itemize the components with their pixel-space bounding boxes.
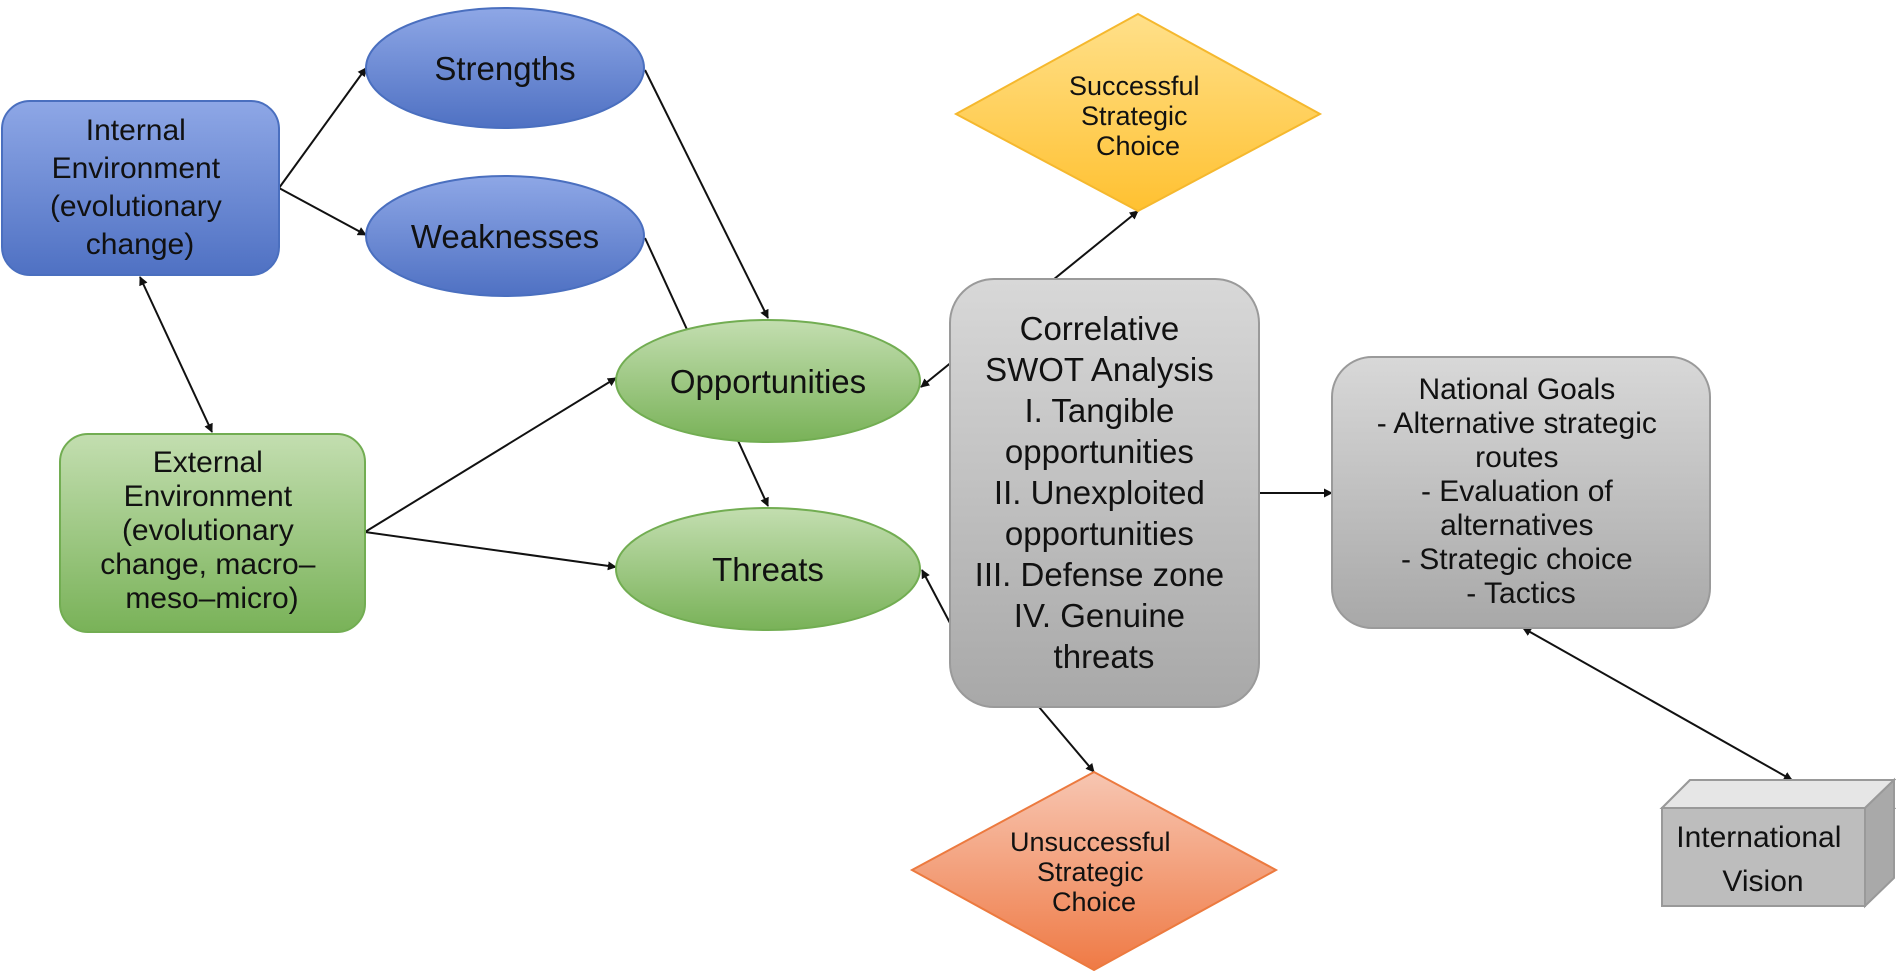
external-environment-line-1: External: [153, 446, 263, 479]
swot-analysis-line-1: Correlative: [1020, 310, 1180, 347]
swot-analysis-line-5: II. Unexploited: [994, 474, 1205, 511]
external-environment-line-4: change, macro–: [100, 548, 315, 581]
weaknesses-label: Weaknesses: [411, 218, 599, 255]
national-goals-line-5: alternatives: [1440, 509, 1593, 542]
national-goals-line-1: National Goals: [1418, 373, 1615, 406]
svg-text:Correlative SWOT Analysi: Correlative SWOT Analysis I. Tangible op…: [975, 310, 1234, 675]
strengths-label: Strengths: [434, 50, 575, 87]
strengths-node: Strengths: [365, 7, 645, 129]
successful-choice-line-3: Choice: [1096, 131, 1180, 161]
swot-analysis-line-8: IV. Genuine: [1014, 597, 1185, 634]
swot-analysis-line-3: I. Tangible: [1024, 392, 1174, 429]
swot-analysis-line-9: threats: [1054, 638, 1155, 675]
swot-analysis-node: Correlative SWOT Analysis I. Tangible op…: [949, 278, 1260, 708]
internal-environment-line-2: Environment: [52, 152, 221, 185]
opportunities-node: Opportunities: [615, 319, 921, 443]
edge-internal-external-bidirectional: [139, 276, 213, 433]
successful-choice-line-1: Successful: [1069, 71, 1200, 101]
national-goals-line-4: - Evaluation of: [1421, 475, 1613, 508]
unsuccessful-choice-line-3: Choice: [1052, 887, 1136, 917]
svg-text:External Environment: External Environment (evolutionary chang…: [100, 446, 323, 615]
svg-text:International Vision: International Vision: [1676, 821, 1849, 898]
edge-external-to-opportunities: [364, 377, 617, 533]
swot-analysis-line-4: opportunities: [1005, 433, 1194, 470]
external-environment-node: External Environment (evolutionary chang…: [59, 433, 366, 633]
svg-text:Internal Environment: Internal Environment (evolutionary chang…: [50, 114, 230, 261]
international-vision-node: International Vision: [1659, 777, 1896, 909]
swot-analysis-line-6: opportunities: [1005, 515, 1194, 552]
successful-choice-node: Successful Strategic Choice: [953, 12, 1323, 213]
national-goals-line-2: - Alternative strategic: [1377, 407, 1657, 440]
international-vision-line-1: International: [1676, 821, 1841, 854]
swot-analysis-line-7: III. Defense zone: [975, 556, 1224, 593]
edge-swot-to-unsuccessful: [1038, 706, 1095, 773]
national-goals-line-3: routes: [1475, 441, 1558, 474]
internal-environment-line-1: Internal: [86, 114, 186, 147]
internal-environment-line-4: change): [86, 228, 194, 261]
internal-environment-line-3: (evolutionary: [50, 190, 222, 223]
unsuccessful-choice-line-1: Unsuccessful: [1010, 827, 1171, 857]
swot-analysis-line-2: SWOT Analysis: [985, 351, 1214, 388]
opportunities-label: Opportunities: [670, 363, 866, 400]
threats-label: Threats: [712, 551, 824, 588]
edge-internal-to-strengths: [278, 67, 367, 189]
internal-environment-node: Internal Environment (evolutionary chang…: [1, 100, 280, 276]
edge-swot-to-threats: [921, 569, 951, 624]
unsuccessful-choice-node: Unsuccessful Strategic Choice: [909, 770, 1279, 971]
national-goals-node: National Goals - Alternative strategic r…: [1331, 356, 1711, 629]
threats-node: Threats: [615, 507, 921, 631]
national-goals-line-6: - Strategic choice: [1401, 543, 1633, 576]
svg-text:Successful Strategic: Successful Strategic Choice: [1069, 71, 1207, 161]
edge-national-international-bidirectional: [1522, 627, 1793, 781]
svg-text:National Goals - Alterna: National Goals - Alternative strategic r…: [1377, 373, 1665, 610]
svg-text:Unsuccessful Strategic: Unsuccessful Strategic Choice: [1010, 827, 1178, 917]
edge-external-to-threats: [364, 531, 617, 571]
external-environment-line-5: meso–micro): [125, 582, 298, 615]
international-vision-line-2: Vision: [1722, 865, 1803, 898]
external-environment-line-2: Environment: [124, 480, 293, 513]
edge-strengths-to-opportunities: [644, 69, 769, 319]
unsuccessful-choice-line-2: Strategic: [1037, 857, 1144, 887]
weaknesses-node: Weaknesses: [365, 175, 645, 297]
external-environment-line-3: (evolutionary: [122, 514, 294, 547]
edge-internal-to-weaknesses: [278, 187, 367, 236]
successful-choice-line-2: Strategic: [1081, 101, 1188, 131]
national-goals-line-7: - Tactics: [1466, 577, 1575, 610]
